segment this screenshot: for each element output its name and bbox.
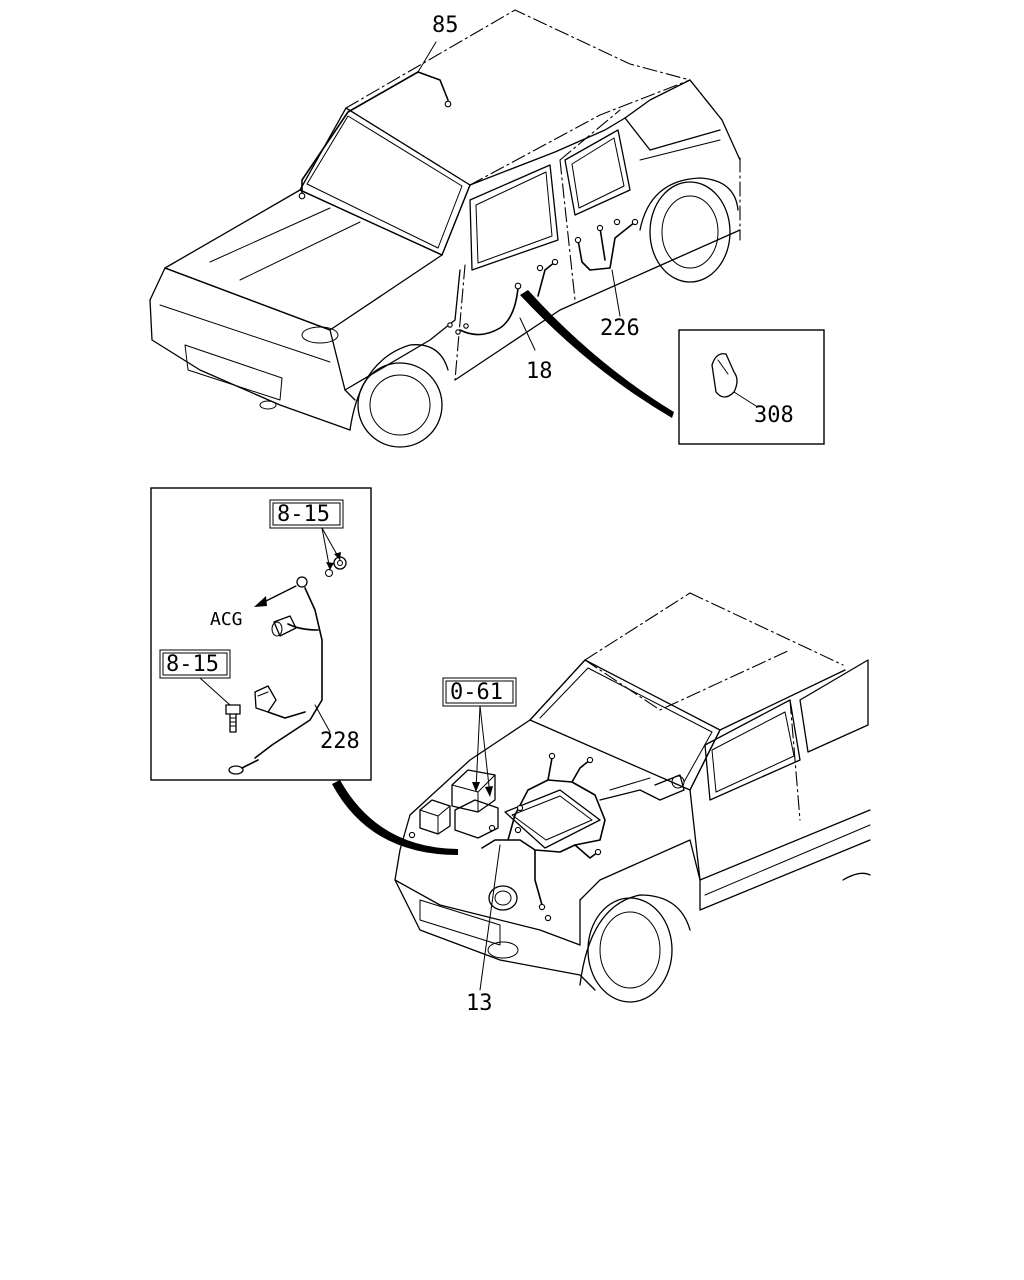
callout-13: 13: [466, 991, 493, 1016]
ref-label-0-61: 0-61: [450, 680, 503, 705]
ref-box-0-61: [442, 677, 517, 797]
bottom-vehicle: [394, 592, 871, 1003]
detail-leader-228: [332, 780, 458, 855]
front-door-harness-18: [447, 258, 559, 351]
callout-226: 226: [600, 316, 640, 341]
callout-228: 228: [320, 729, 360, 754]
roof-harness-85: [298, 41, 452, 200]
acg-detail-box: [150, 487, 372, 781]
clip-detail-box: [678, 329, 825, 445]
detail-leader-308: [520, 290, 674, 418]
engine-harness-13: [408, 752, 606, 991]
callout-85: 85: [432, 13, 459, 38]
rear-door-harness-226: [574, 218, 639, 317]
ref-label-8-15-bottom: 8-15: [166, 652, 219, 677]
callout-18: 18: [526, 359, 553, 384]
engine-bay: [419, 769, 685, 849]
top-vehicle: [149, 9, 741, 448]
ref-label-8-15-top: 8-15: [277, 502, 330, 527]
callout-308: 308: [754, 403, 794, 428]
acg-label: ACG: [210, 609, 243, 630]
